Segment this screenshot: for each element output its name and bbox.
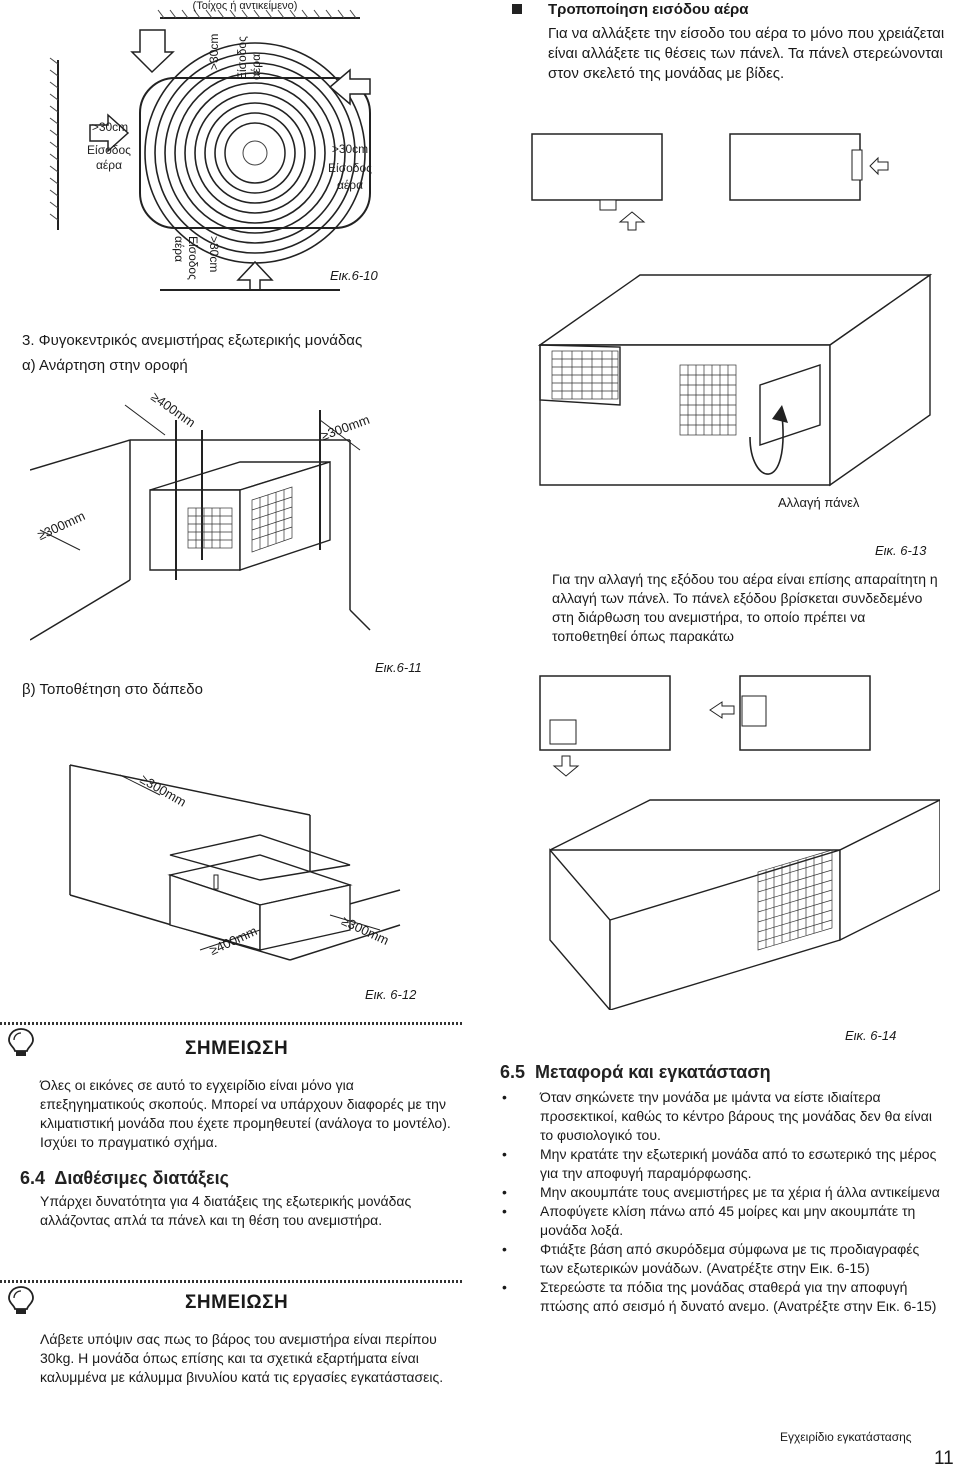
section-3-sub-a: α) Ανάρτηση στην οροφή — [22, 357, 188, 374]
clearance-top: >30cm — [207, 33, 221, 70]
list-item: Μην κρατάτε την εξωτερική μονάδα από το … — [500, 1145, 940, 1183]
figure-6-12: ≥300mm ≥400mm ≥300mm Εικ. 6-12 — [60, 755, 440, 1005]
inlet-bottom-label: Είσοδος αέρα — [172, 236, 200, 280]
wall-label: (Τοίχος ή αντικείμενο) — [192, 0, 298, 12]
note-title: ΣΗΜΕΙΩΣΗ — [185, 1292, 289, 1313]
figure-caption: Εικ. 6-12 — [365, 987, 417, 1002]
section-number: 6.4 — [20, 1168, 46, 1188]
ceiling-mount-diagram — [29, 404, 371, 641]
section-title: Τροποποίηση εισόδου αέρα — [548, 1, 749, 18]
section-64-text: Υπάρχει δυνατότητα για 4 διατάξεις της ε… — [40, 1193, 412, 1228]
section-65-heading: 6.5 Μεταφορά και εγκατάσταση — [500, 1062, 771, 1083]
inlet-change-diagram — [520, 120, 900, 240]
inlet-top-label: Είσοδος αέρα — [235, 36, 263, 80]
panel-change-diagram — [537, 273, 933, 487]
page-number: 11 — [934, 1448, 954, 1469]
note-title: ΣΗΜΕΙΩΣΗ — [185, 1038, 289, 1059]
list-item: Στερεώστε τα πόδια της μονάδας σταθερά γ… — [500, 1278, 940, 1316]
panel-swap-diagram — [531, 133, 889, 231]
clearance-left: >30cm — [91, 120, 129, 134]
figure-6-13: Αλλαγή πάνελ Εικ. 6-13 — [520, 265, 940, 565]
footer-manual-name: Εγχειρίδιο εγκατάστασης — [780, 1430, 912, 1444]
transport-bullets: Όταν σηκώνετε την μονάδα με ιμάντα να εί… — [500, 1088, 940, 1316]
section-title: Διαθέσιμες διατάξεις — [54, 1168, 229, 1188]
divider-left — [0, 1022, 462, 1025]
note-text: Λάβετε υπόψιν σας πως το βάρος του ανεμι… — [40, 1331, 444, 1385]
clearance-bottom: >30cm — [207, 236, 221, 273]
section-number: 6.5 — [500, 1062, 526, 1082]
list-item: Αποφύγετε κλίση πάνω από 45 μοίρες και μ… — [500, 1202, 940, 1240]
figure-6-14 — [540, 780, 941, 1040]
figure-6-10: (Τοίχος ή αντικείμενο) >30cm Είσοδος αέρ… — [40, 0, 420, 300]
note-text: Όλες οι εικόνες σε αυτό το εγχειρίδιο εί… — [40, 1077, 451, 1150]
section-64-heading: 6.4 Διαθέσιμες διατάξεις — [20, 1168, 229, 1189]
figure-6-14-caption: Εικ. 6-14 — [845, 1028, 897, 1043]
list-item: Όταν σηκώνετε την μονάδα με ιμάντα να εί… — [500, 1088, 940, 1145]
bulb-icon — [6, 1026, 36, 1063]
floor-mount-diagram — [69, 764, 401, 961]
outlet-change-diagram — [530, 670, 930, 780]
section-3-title: 3. Φυγοκεντρικός ανεμιστήρας εξωτερικής … — [22, 332, 363, 349]
section-text: Για να αλλάξετε την είσοδο του αέρα το μ… — [548, 25, 945, 82]
fan-top-view-diagram — [49, 9, 371, 291]
divider-left-2 — [0, 1280, 462, 1283]
bulb-icon — [6, 1284, 36, 1321]
figure-caption: Εικ.6-11 — [375, 660, 422, 675]
figure-caption: Εικ.6-10 — [330, 268, 378, 283]
outlet-swap-diagram — [539, 675, 871, 777]
figure-caption: Εικ. 6-13 — [875, 543, 927, 558]
panel-change-label: Αλλαγή πάνελ — [778, 495, 860, 510]
section-marker — [512, 4, 522, 14]
clearance-right: >30cm — [331, 142, 369, 156]
section-3-sub-b: β) Τοποθέτηση στο δάπεδο — [22, 681, 203, 698]
inlet-left-label: Είσοδος αέρα — [87, 143, 131, 172]
list-item: Μην ακουμπάτε τους ανεμιστήρες με τα χέρ… — [500, 1183, 940, 1202]
inlet-right-label: Είσοδος αέρα — [328, 161, 372, 192]
outlet-panel-diagram — [549, 798, 941, 1012]
figure-6-11: ≥400mm ≥300mm ≥300mm Εικ.6-11 — [29, 380, 470, 680]
list-item: Φτιάξτε βάση από σκυρόδεμα σύμφωνα με τι… — [500, 1240, 940, 1278]
section-title: Μεταφορά και εγκατάσταση — [535, 1062, 771, 1082]
fig613-text: Για την αλλαγή της εξόδου του αέρα είναι… — [552, 571, 938, 644]
